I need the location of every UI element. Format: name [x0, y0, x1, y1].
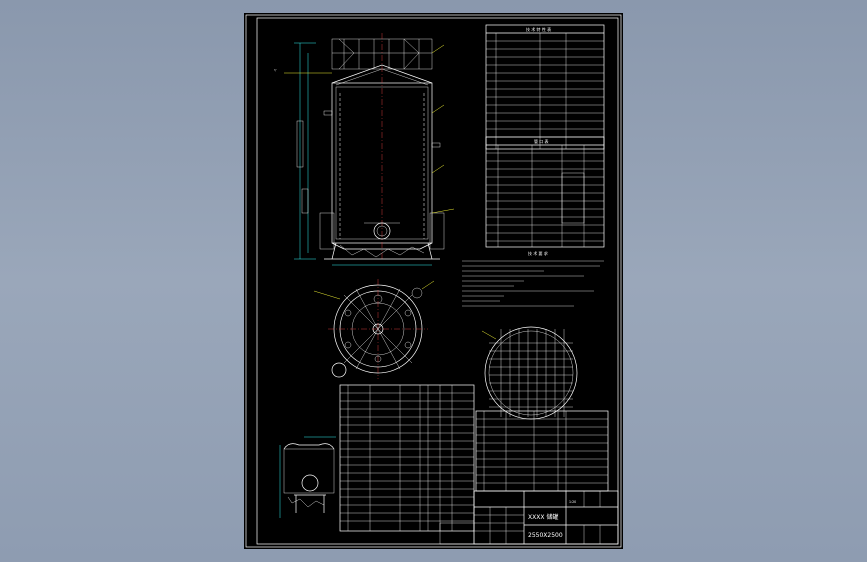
nozzle-table: 管 口 表 — [485, 136, 605, 248]
outer-frame — [245, 14, 622, 548]
tech-spec-header: 技 术 特 性 表 — [526, 26, 551, 32]
grating-plan-view — [481, 326, 578, 420]
drawing-title: XXXX 储罐 — [528, 513, 558, 521]
detail-view — [279, 436, 336, 518]
vessel-elevation: ▽ — [274, 33, 455, 266]
drawing-number: 2550X2500 — [528, 532, 563, 539]
notes-header: 技 术 要 求 — [528, 250, 548, 256]
parts-list-right — [475, 410, 609, 492]
inner-frame — [256, 17, 619, 545]
tech-spec-table: 技 术 特 性 表 — [485, 24, 605, 150]
technical-notes: 技 术 要 求 — [462, 250, 604, 307]
nozzle-table-header: 管 口 表 — [534, 138, 549, 144]
parts-list-left — [339, 384, 475, 532]
svg-text:▽: ▽ — [274, 68, 277, 72]
title-block: XXXX 储罐 2550X2500 1:20 — [439, 490, 619, 545]
drawing-scale: 1:20 — [569, 500, 576, 504]
vessel-plan-view — [313, 279, 435, 379]
drawing-sheet: ▽ — [244, 13, 623, 549]
